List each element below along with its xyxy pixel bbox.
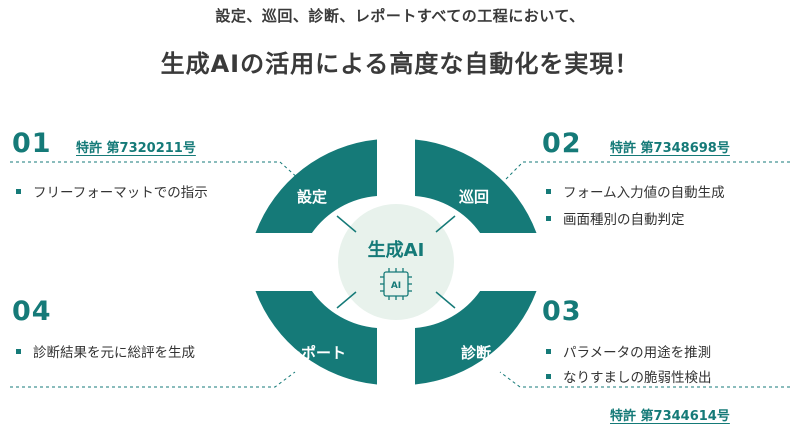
segment-settings: [255, 139, 377, 233]
bullet-text: なりすましの脆弱性検出: [563, 370, 712, 386]
page-title: 生成AIの活用による高度な自動化を実現！: [160, 50, 640, 78]
ai-chip-icon: [380, 268, 412, 300]
segment-report: [255, 291, 377, 385]
segment-label-patrol: 巡回: [459, 188, 489, 206]
bullet-item: なりすましの脆弱性検出: [546, 366, 712, 386]
segment-diagnosis: [415, 291, 537, 385]
bullet-item: 診断結果を元に総評を生成: [16, 341, 195, 361]
bullet-square-icon: [546, 215, 551, 221]
bullet-item: パラメータの用途を推測: [546, 341, 711, 361]
section-number-03: 03: [542, 296, 582, 327]
header-subtitle: 設定、巡回、診断、レポートすべての工程において、: [215, 7, 585, 25]
bullet-square-icon: [16, 188, 21, 194]
center-label: 生成AI: [368, 239, 425, 261]
connector-02: [504, 161, 790, 181]
bullet-text: パラメータの用途を推測: [563, 345, 712, 361]
connector-01: [10, 161, 301, 181]
spoke-report: [336, 291, 357, 309]
bullet-text: フォーム入力値の自動生成: [563, 185, 725, 201]
bullet-square-icon: [546, 188, 551, 194]
connector-04: [10, 371, 296, 388]
connector-lines: [10, 161, 790, 388]
spokes: [336, 215, 456, 309]
chip-label: AI: [391, 281, 401, 291]
patent-link-02[interactable]: 特許 第7348698号: [610, 141, 730, 156]
patent-link-01[interactable]: 特許 第7320211号: [76, 141, 196, 156]
bullet-text: 画面種別の自動判定: [563, 212, 685, 228]
ring-segments: [255, 139, 537, 385]
segment-label-diagnosis: 診断: [461, 344, 491, 362]
spoke-settings: [336, 215, 357, 233]
bullet-square-icon: [546, 348, 551, 354]
bullet-text: フリーフォーマットでの指示: [33, 185, 208, 201]
spoke-diagnosis: [435, 291, 456, 309]
section-number-01: 01: [12, 128, 52, 159]
center-circle: [338, 204, 454, 320]
bullet-square-icon: [546, 373, 551, 379]
bullet-item: フォーム入力値の自動生成: [546, 181, 725, 201]
connector-03: [499, 371, 790, 388]
patent-link-03[interactable]: 特許 第7344614号: [610, 409, 730, 424]
bullet-text: 診断結果を元に総評を生成: [33, 345, 195, 361]
bullet-item: フリーフォーマットでの指示: [16, 181, 208, 201]
segment-patrol: [415, 139, 537, 233]
section-number-04: 04: [12, 296, 52, 327]
segment-label-report: レポート: [286, 344, 346, 362]
bullet-square-icon: [16, 348, 21, 354]
spoke-patrol: [435, 215, 456, 233]
section-number-02: 02: [542, 128, 582, 159]
segment-label-settings: 設定: [297, 188, 327, 206]
bullet-item: 画面種別の自動判定: [546, 208, 685, 228]
